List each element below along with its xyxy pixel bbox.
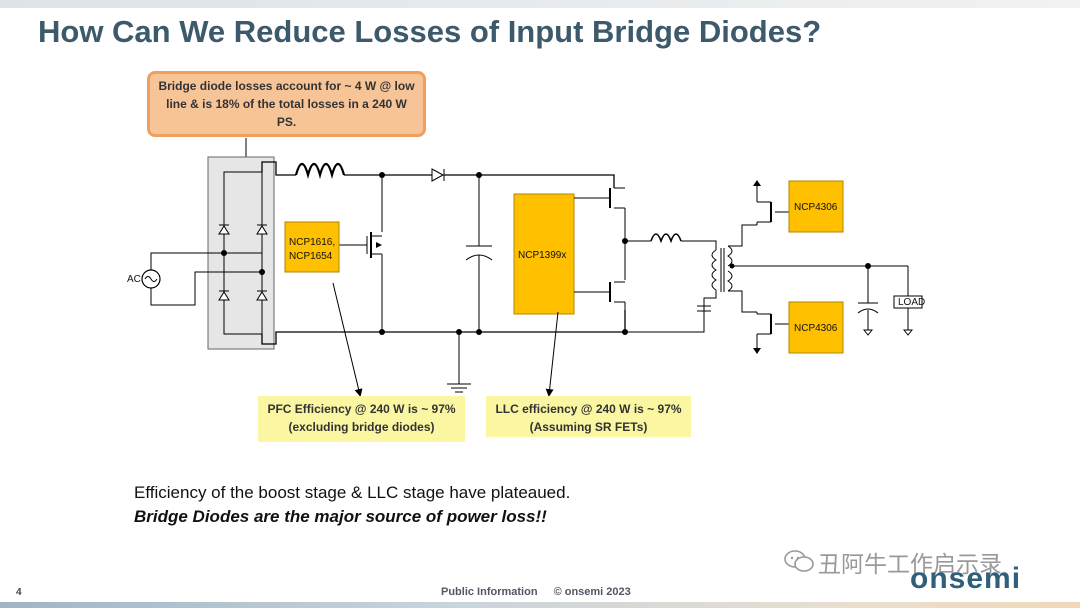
pfc-note-line2: (excluding bridge diodes): [288, 420, 435, 434]
caption-line2: Bridge Diodes are the major source of po…: [134, 507, 547, 526]
llc-note-arrow: [545, 311, 559, 397]
sr-controller-bottom-chip: [788, 301, 844, 354]
output-stage: [857, 263, 923, 336]
resonant-inductor: [650, 233, 682, 244]
boost-diode: [431, 168, 445, 182]
ac-label: AC: [127, 274, 141, 285]
slide-title: How Can We Reduce Losses of Input Bridge…: [38, 14, 822, 49]
top-accent-bar: [0, 0, 1080, 8]
bridge-loss-callout: Bridge diode losses account for ~ 4 W @ …: [147, 71, 426, 137]
caption-line1: Efficiency of the boost stage & LLC stag…: [134, 483, 571, 502]
load-label: LOAD: [898, 297, 925, 308]
pfc-mosfet: [338, 175, 383, 332]
sr-top-label: NCP4306: [794, 202, 838, 213]
llc-controller-chip: [513, 193, 575, 315]
onsemi-logo: onsemi: [910, 562, 1022, 595]
pfc-controller-chip: [284, 221, 340, 273]
llc-note-line2: (Assuming SR FETs): [529, 420, 648, 434]
pfc-note-arrow: [332, 282, 363, 397]
wechat-icon: [784, 550, 814, 572]
sr-bottom-label: NCP4306: [794, 323, 838, 334]
footer-copyright: © onsemi 2023: [553, 586, 631, 598]
pfc-efficiency-note: PFC Efficiency @ 240 W is ~ 97% (excludi…: [258, 396, 465, 442]
sr-controller-top-chip: [788, 180, 844, 233]
page-number: 4: [16, 587, 22, 598]
footer: Public Information © onsemi 2023: [441, 586, 631, 598]
callout-line-2: line & is 18% of the total losses in a 2…: [166, 97, 407, 129]
bottom-accent-bar: [0, 602, 1080, 608]
half-bridge-mosfets: [574, 187, 628, 310]
watermark-text: 丑阿牛工作启示录: [818, 551, 1002, 577]
bulk-capacitor: [465, 175, 493, 332]
pfc-chip-line1: NCP1616,: [289, 237, 335, 248]
pfc-chip-line2: NCP1654: [289, 251, 333, 262]
ac-source: [141, 252, 262, 306]
pfc-inductor: [294, 162, 346, 180]
footer-info: Public Information: [441, 586, 538, 598]
sr-mosfets: [753, 180, 789, 354]
llc-note-line1: LLC efficiency @ 240 W is ~ 97%: [495, 402, 682, 416]
callout-line-1: Bridge diode losses account for ~ 4 W @ …: [158, 79, 415, 93]
llc-chip-label: NCP1399x: [518, 250, 566, 261]
pfc-note-line1: PFC Efficiency @ 240 W is ~ 97%: [267, 402, 456, 416]
llc-efficiency-note: LLC efficiency @ 240 W is ~ 97% (Assumin…: [486, 396, 691, 437]
ground-symbol: [447, 332, 471, 393]
